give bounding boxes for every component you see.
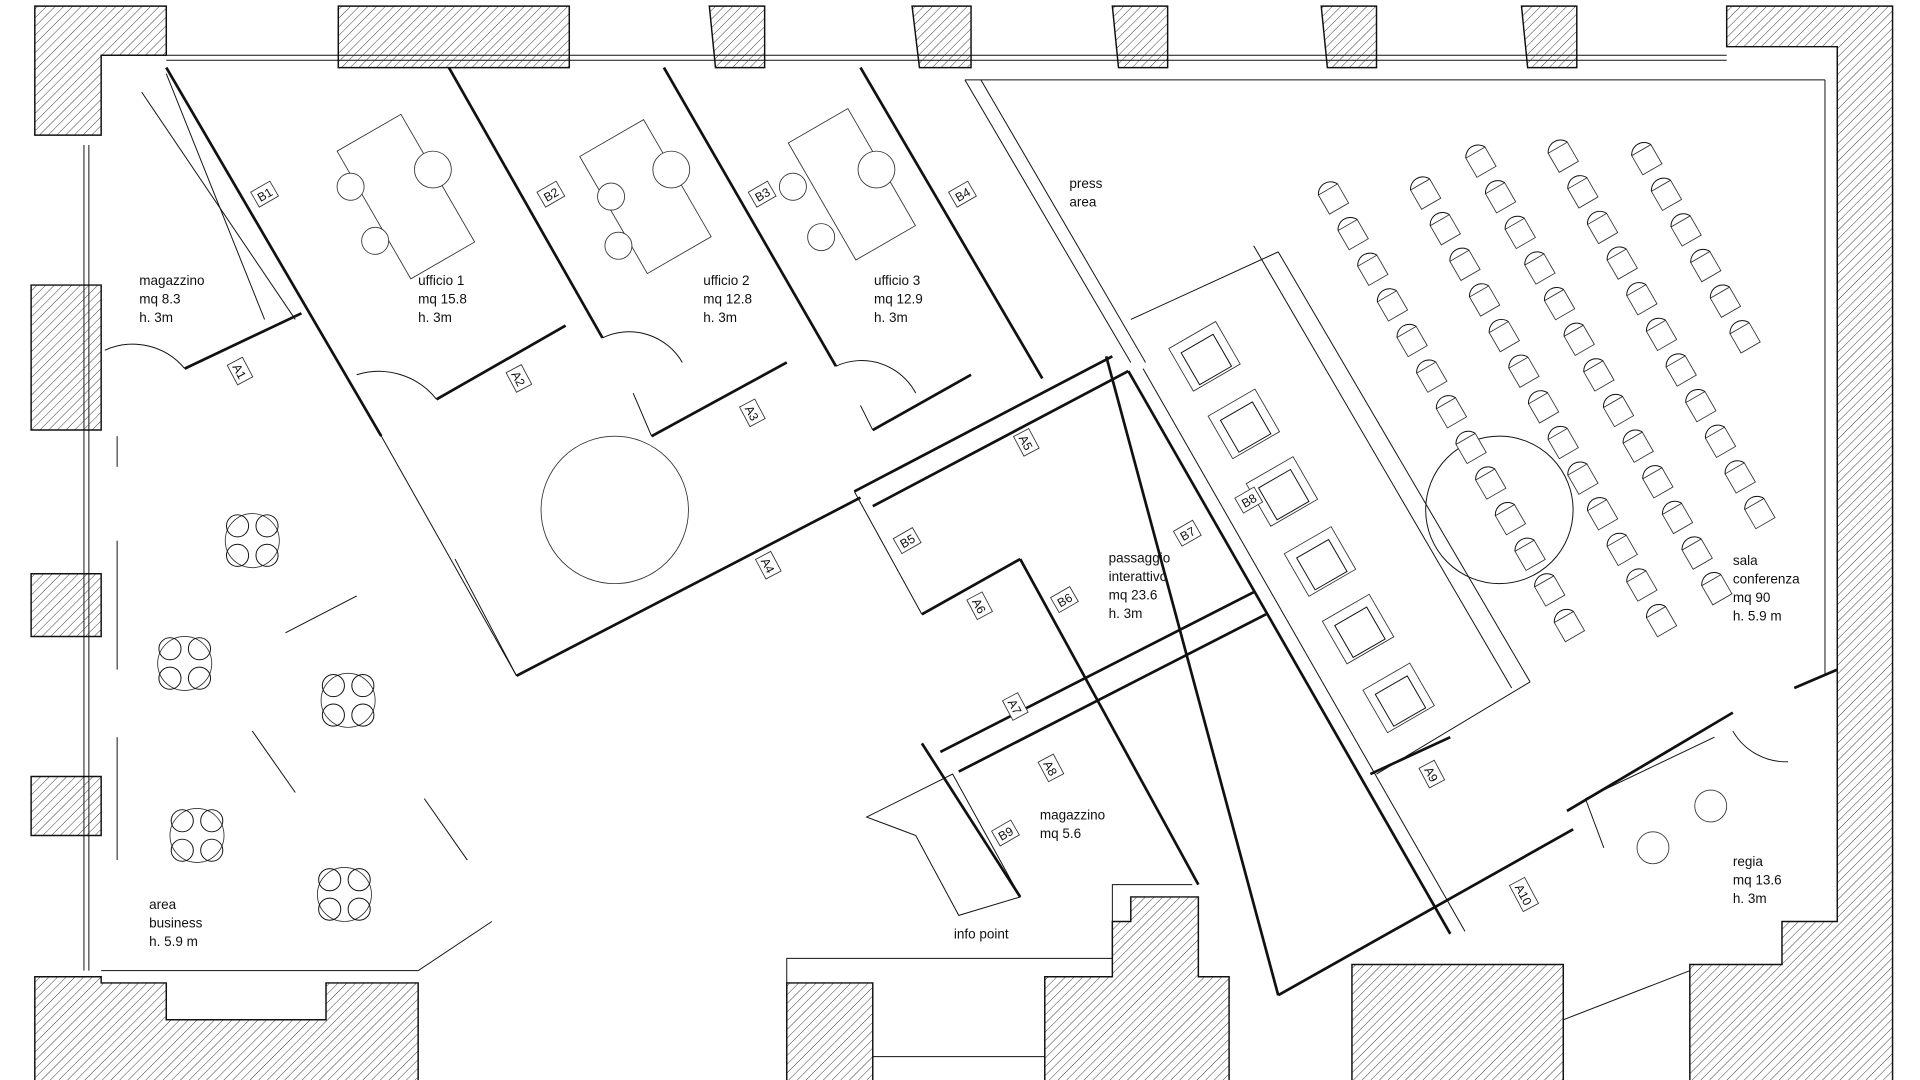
audience-seat [1678, 532, 1713, 570]
audience-seat [1544, 135, 1579, 173]
lounge-chair [1168, 321, 1241, 392]
audience-seat [1432, 391, 1468, 429]
audience-seat [1658, 496, 1694, 535]
exterior-walls [30, 5, 1894, 1080]
tag-A5: A5 [1016, 433, 1035, 453]
audience-seat [1647, 173, 1683, 211]
audience-seat [1667, 209, 1702, 247]
audience-seat [1511, 533, 1546, 571]
audience-seat [1445, 243, 1481, 281]
audience-seat [1504, 350, 1540, 388]
tag-B1: B1 [255, 185, 275, 205]
audience-seat [1544, 421, 1579, 460]
audience-seat [1550, 605, 1586, 643]
audience-seat [1686, 245, 1722, 283]
audience-seat [1530, 569, 1566, 607]
tag-B5: B5 [898, 532, 918, 552]
audience-seat [1697, 568, 1733, 606]
wall-tags: B1 B2 B3 B4 B5 B6 B7 B8 B9 A1 A2 A3 A4 A… [226, 180, 1540, 913]
audience-seat [1314, 177, 1350, 215]
round-table [540, 435, 689, 585]
audience-seat [1627, 138, 1663, 176]
furniture [157, 107, 1776, 922]
audience-seat [1520, 247, 1556, 285]
audience-seat [1334, 213, 1369, 251]
tag-B4: B4 [953, 185, 973, 205]
audience-seat [1662, 349, 1697, 387]
audience-seat [1603, 242, 1638, 280]
interior-walls [104, 66, 1838, 997]
audience-seat [1599, 390, 1635, 428]
audience-seat [1706, 280, 1742, 318]
audience-seat [1452, 426, 1487, 465]
tag-B9: B9 [996, 824, 1016, 844]
tag-B7: B7 [1178, 524, 1198, 544]
audience-seat [1491, 498, 1527, 536]
tag-A3: A3 [742, 403, 761, 423]
audience-seat [1393, 319, 1428, 358]
lounge-chair [1362, 662, 1435, 734]
tag-A1: A1 [229, 362, 248, 382]
audience-seat [1465, 279, 1501, 317]
tag-B2: B2 [541, 185, 561, 205]
audience-seat [1501, 211, 1536, 250]
audience-seat [1726, 316, 1761, 354]
audience-seat [1563, 457, 1599, 495]
audience-seat [1481, 176, 1517, 214]
audience-seat [1721, 456, 1756, 494]
audience-seat [1373, 284, 1409, 322]
audience-seat [1619, 425, 1654, 463]
lounge-chair [1283, 526, 1357, 597]
audience-seat [1412, 355, 1448, 393]
room-info-point: info point [954, 927, 1009, 942]
audience-seat [1638, 461, 1674, 499]
audience-seat [1471, 462, 1507, 500]
audience-seat [1540, 283, 1576, 321]
lounge-chair [1207, 388, 1281, 460]
audience-seat [1579, 354, 1615, 392]
audience-seat [1560, 318, 1595, 356]
audience-seat [1642, 313, 1678, 352]
audience-seat [1426, 208, 1461, 246]
round-area-marker [1425, 435, 1574, 585]
audience-seat [1701, 420, 1737, 458]
tag-B8: B8 [1239, 491, 1259, 511]
audience-seat [1524, 386, 1560, 424]
tag-B6: B6 [1055, 590, 1075, 610]
tag-B3: B3 [753, 185, 773, 205]
audience-seat [1461, 140, 1497, 178]
audience-seat [1485, 315, 1520, 353]
tag-A4: A4 [758, 556, 777, 576]
audience-seat [1583, 493, 1619, 531]
audience-seat [1681, 385, 1717, 423]
audience-seat [1622, 278, 1658, 316]
tag-A2: A2 [508, 369, 527, 389]
tag-A9: A9 [1421, 765, 1440, 785]
audience-seat [1406, 172, 1442, 210]
audience-seat [1642, 600, 1678, 638]
lounge-chair [1321, 593, 1395, 665]
audience-seat [1622, 564, 1658, 602]
audience-seat [1740, 491, 1776, 530]
audience-seat [1603, 528, 1638, 567]
tag-A6: A6 [969, 596, 988, 616]
audience-seat [1563, 171, 1599, 209]
tag-A7: A7 [1005, 697, 1024, 717]
tag-A8: A8 [1040, 758, 1059, 778]
audience-seat [1353, 248, 1389, 286]
audience-seat [1583, 206, 1619, 245]
